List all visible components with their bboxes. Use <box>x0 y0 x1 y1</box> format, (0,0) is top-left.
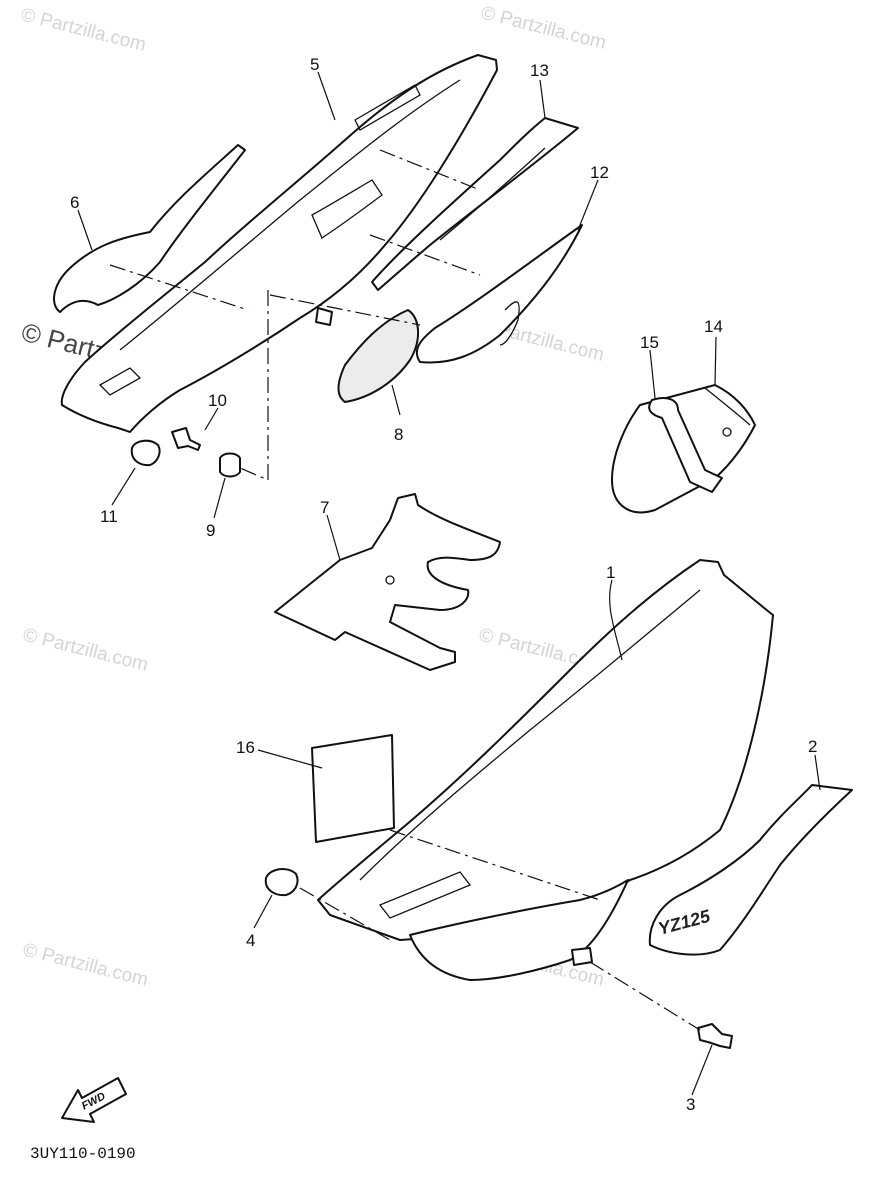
watermark: © Partzilla.com <box>21 939 150 990</box>
part-10-bolt <box>171 427 201 451</box>
watermark: © Partzilla.com <box>479 2 608 53</box>
part-1-edge-line <box>359 589 701 881</box>
part-5-seat-base <box>60 54 498 433</box>
part-13-trim-strip <box>371 117 579 291</box>
callout-16: 16 <box>236 738 255 757</box>
callout-13: 13 <box>530 61 549 80</box>
callout-15: 15 <box>640 333 659 352</box>
part-1-tab <box>571 947 593 966</box>
alignment-lines <box>109 149 701 1031</box>
callout-10: 10 <box>208 391 227 410</box>
part-5-vent-slot <box>311 179 383 239</box>
watermark: © Partzilla.com <box>19 4 148 55</box>
part-6-fender-strip <box>53 144 246 313</box>
part-14-flap <box>704 387 751 426</box>
part-12-side-cover <box>415 224 583 364</box>
callout-11: 11 <box>100 507 118 526</box>
callout-7: 7 <box>320 498 329 517</box>
part-5-front-slot <box>98 367 142 396</box>
fwd-arrow: FWD <box>61 1077 127 1123</box>
part-11-grommet <box>130 439 161 467</box>
callout-3: 3 <box>686 1095 695 1114</box>
drawing-code: 3UY110-0190 <box>30 1145 136 1163</box>
callouts: 1 2 3 4 5 6 7 8 9 10 11 12 13 14 15 16 <box>70 55 817 1114</box>
part-5-tab <box>315 307 333 326</box>
callout-2: 2 <box>808 737 817 756</box>
watermark: © Partzilla.com <box>21 624 150 675</box>
callout-4: 4 <box>246 931 255 950</box>
part-8-pad <box>337 309 419 403</box>
callout-6: 6 <box>70 193 79 212</box>
part-1-slot <box>378 871 472 919</box>
part-4-grommet <box>264 868 299 897</box>
part-15-strap <box>648 397 723 493</box>
callout-8: 8 <box>394 425 403 444</box>
part-7-plate <box>274 493 501 671</box>
part-14-snap <box>722 427 732 437</box>
part-7-hole <box>385 575 395 585</box>
part-3-bolt <box>697 1023 733 1049</box>
callout-5: 5 <box>310 55 319 74</box>
part-9-collar <box>219 452 241 478</box>
part-5-top-slot <box>354 84 421 131</box>
callout-14: 14 <box>704 317 723 336</box>
part-5-rail-line <box>119 79 461 351</box>
part-12-notch <box>499 301 520 346</box>
leader-lines <box>77 71 821 1096</box>
part-13-slot <box>439 147 546 241</box>
callout-9: 9 <box>206 521 215 540</box>
part-2-decal-strip <box>648 784 853 956</box>
part-16-label <box>311 734 395 843</box>
callout-12: 12 <box>590 163 609 182</box>
callout-1: 1 <box>606 563 615 582</box>
